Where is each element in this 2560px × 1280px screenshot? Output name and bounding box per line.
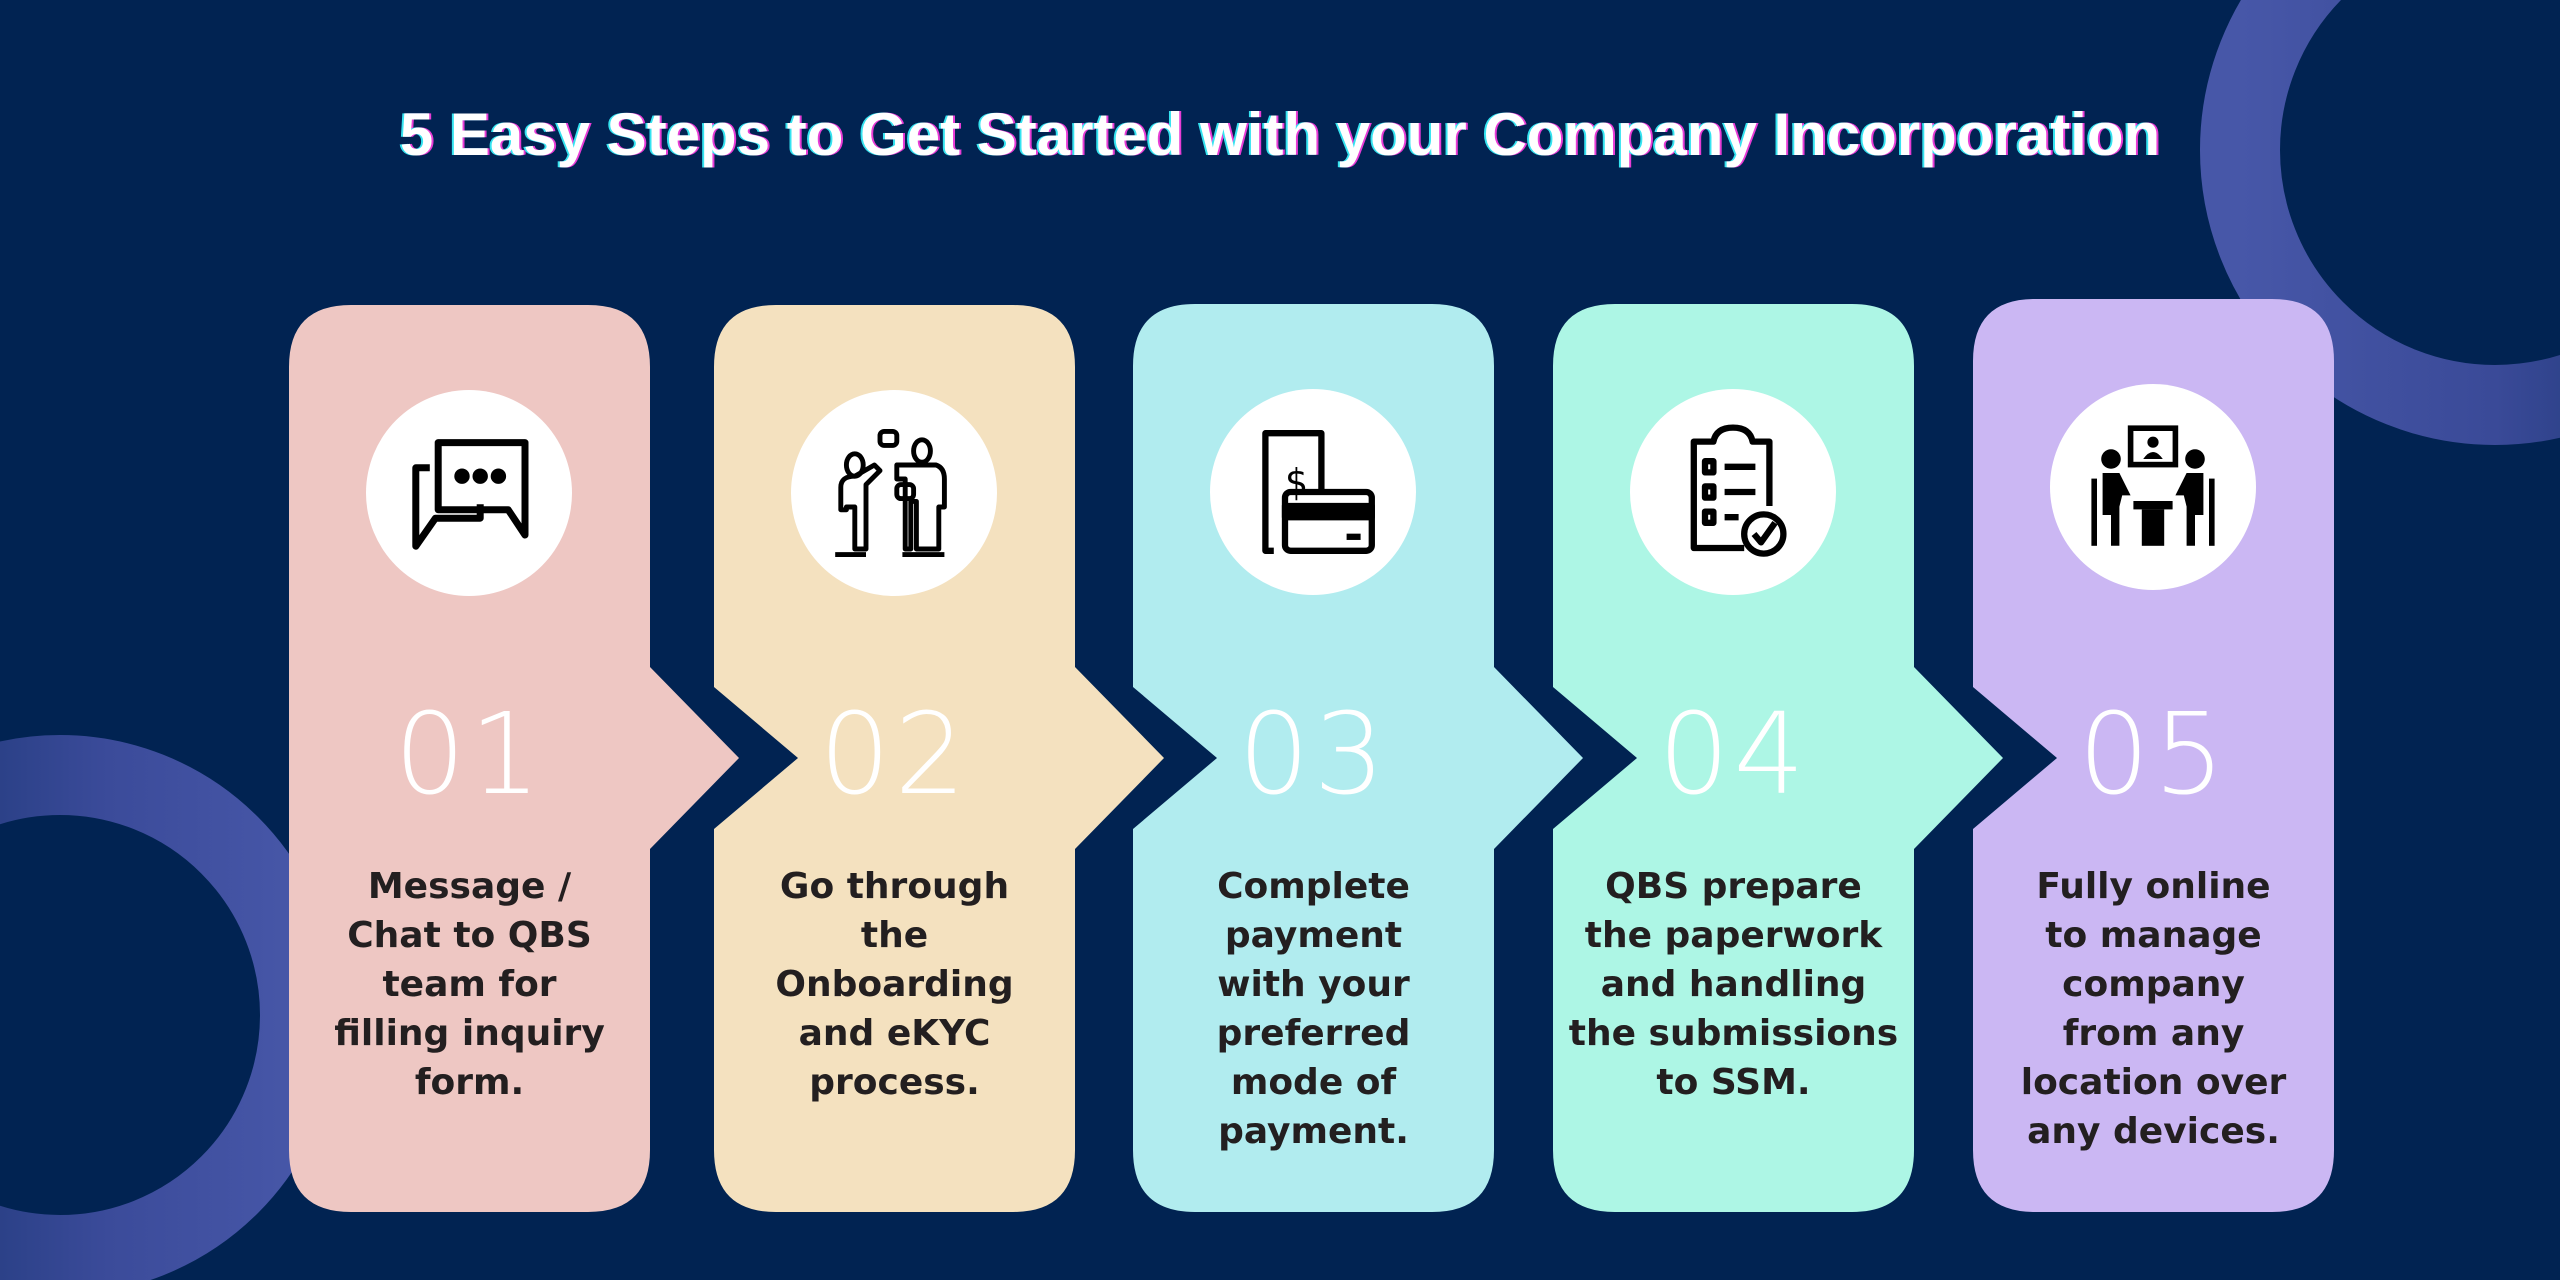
step-number: 03 bbox=[1238, 690, 1389, 820]
step-description-line: form. bbox=[414, 1062, 525, 1103]
step-description-line: mode of bbox=[1230, 1062, 1397, 1103]
chat-bubbles-icon bbox=[366, 390, 572, 596]
step-description-line: with your bbox=[1217, 964, 1410, 1005]
step-description: Complete payment with your preferred mode of… bbox=[1133, 862, 1494, 1156]
step-description-line: process. bbox=[809, 1062, 980, 1103]
page-title: 5 Easy Steps to Get Started with your Co… bbox=[399, 101, 2161, 168]
step-description-line: payment bbox=[1224, 915, 1403, 956]
step-description-line: to manage bbox=[2045, 915, 2262, 956]
step-description-line: and handling bbox=[1600, 964, 1867, 1005]
step-description: QBS prepare the paperwork and handling the … bbox=[1553, 862, 1914, 1107]
step-description-line: QBS prepare bbox=[1605, 866, 1862, 907]
step-description-line: filling inquiry bbox=[334, 1013, 605, 1054]
step-description-line: company bbox=[2062, 964, 2245, 1005]
step-description: Message / Chat to QBS team for filling inqu… bbox=[289, 862, 650, 1107]
step-description-line: to SSM. bbox=[1656, 1062, 1811, 1103]
decorative-ring-top-right bbox=[2200, 0, 2560, 445]
video-meeting-icon bbox=[2050, 384, 2256, 590]
step-description-line: the paperwork bbox=[1584, 915, 1883, 956]
svg-text:$: $ bbox=[1285, 461, 1308, 504]
step-number: 02 bbox=[819, 690, 970, 820]
step-description-line: Chat to QBS bbox=[347, 915, 592, 956]
step-description-line: and eKYC bbox=[798, 1013, 991, 1054]
step-description-line: payment. bbox=[1218, 1111, 1409, 1152]
step-description-line: Message / bbox=[367, 866, 572, 907]
step-description-line: team for bbox=[382, 964, 557, 1005]
decorative-ring-bottom-left bbox=[0, 735, 340, 1280]
step-description-line: the bbox=[860, 915, 929, 956]
step-description-line: location over bbox=[2020, 1062, 2287, 1103]
people-conversation-icon bbox=[791, 390, 997, 596]
step-description-line: the submissions bbox=[1568, 1013, 1899, 1054]
step-description-line: Fully online bbox=[2036, 866, 2271, 907]
step-number: 01 bbox=[394, 690, 545, 820]
step-description-line: from any bbox=[2062, 1013, 2245, 1054]
step-description: Fully online to manage company from any loca… bbox=[1973, 862, 2334, 1156]
step-description-line: Go through bbox=[779, 866, 1010, 907]
step-number: 04 bbox=[1658, 690, 1809, 820]
step-description-line: Onboarding bbox=[775, 964, 1014, 1005]
step-description-line: preferred bbox=[1216, 1013, 1411, 1054]
clipboard-checklist-icon bbox=[1630, 389, 1836, 595]
step-number: 05 bbox=[2078, 690, 2229, 820]
step-description-line: Complete bbox=[1217, 866, 1410, 907]
step-description-line: any devices. bbox=[2027, 1111, 2280, 1152]
phone-payment-card-icon: $ bbox=[1210, 389, 1416, 595]
